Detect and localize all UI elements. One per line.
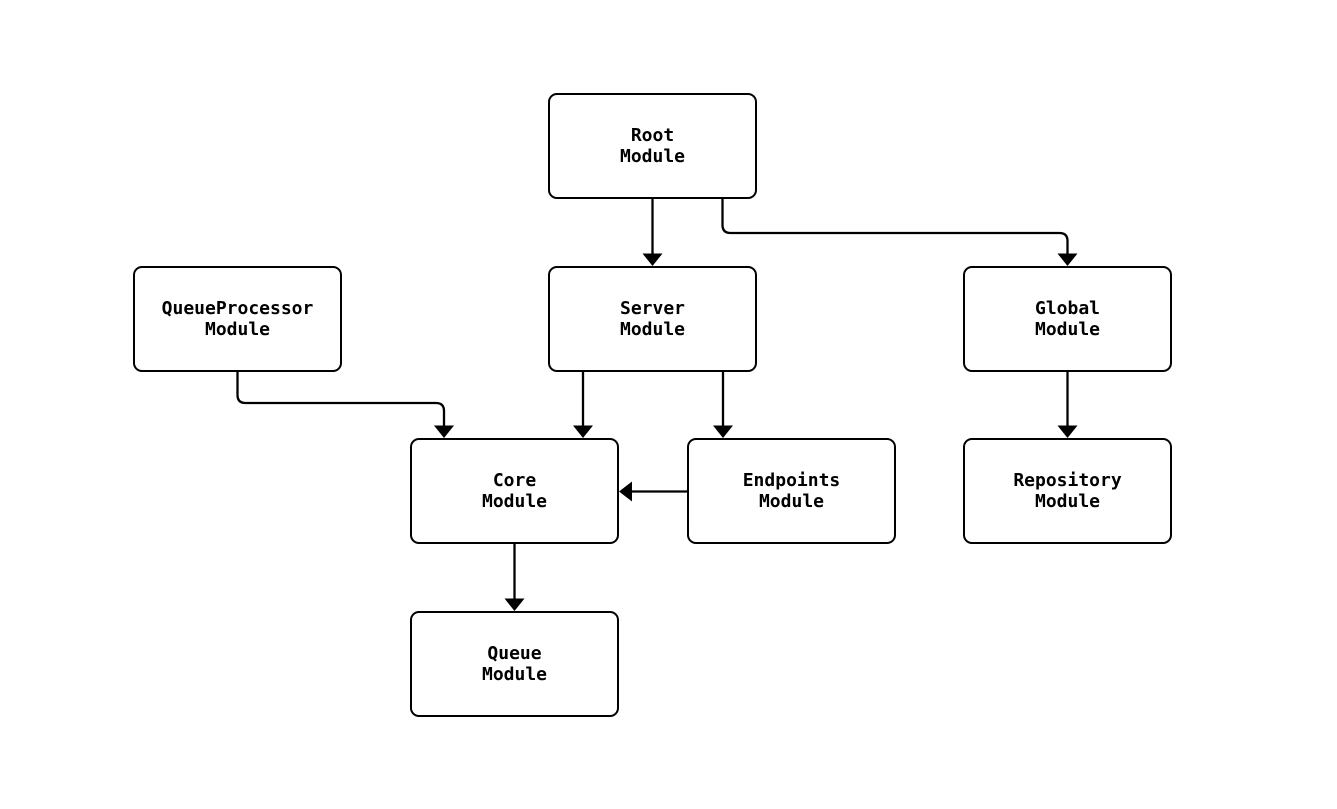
node-server-module-label: Server Module [619,298,686,340]
node-root-module: Root Module [548,93,757,199]
edge-core-to-queue [504,544,525,611]
edge-endpoints-to-core [619,481,687,502]
node-queueprocessor-module-label: QueueProcessor Module [161,298,314,340]
node-global-module: Global Module [963,266,1172,372]
node-repository-module: Repository Module [963,438,1172,544]
node-global-module-label: Global Module [1034,298,1101,340]
node-server-module: Server Module [548,266,757,372]
edge-server-to-endpoints [713,372,733,438]
node-endpoints-module: Endpoints Module [687,438,896,544]
node-repository-module-label: Repository Module [1013,470,1122,512]
edge-queueprocessor-to-core [236,372,454,438]
node-core-module: Core Module [410,438,619,544]
node-queue-module: Queue Module [410,611,619,717]
edge-root-to-global [721,199,1078,266]
node-queue-module-label: Queue Module [481,643,548,685]
node-root-module-label: Root Module [619,125,686,167]
node-core-module-label: Core Module [481,470,548,512]
edge-root-to-server [642,199,663,266]
node-queueprocessor-module: QueueProcessor Module [133,266,342,372]
edge-global-to-repository [1057,372,1078,438]
edge-server-to-core [573,372,593,438]
node-endpoints-module-label: Endpoints Module [742,470,841,512]
